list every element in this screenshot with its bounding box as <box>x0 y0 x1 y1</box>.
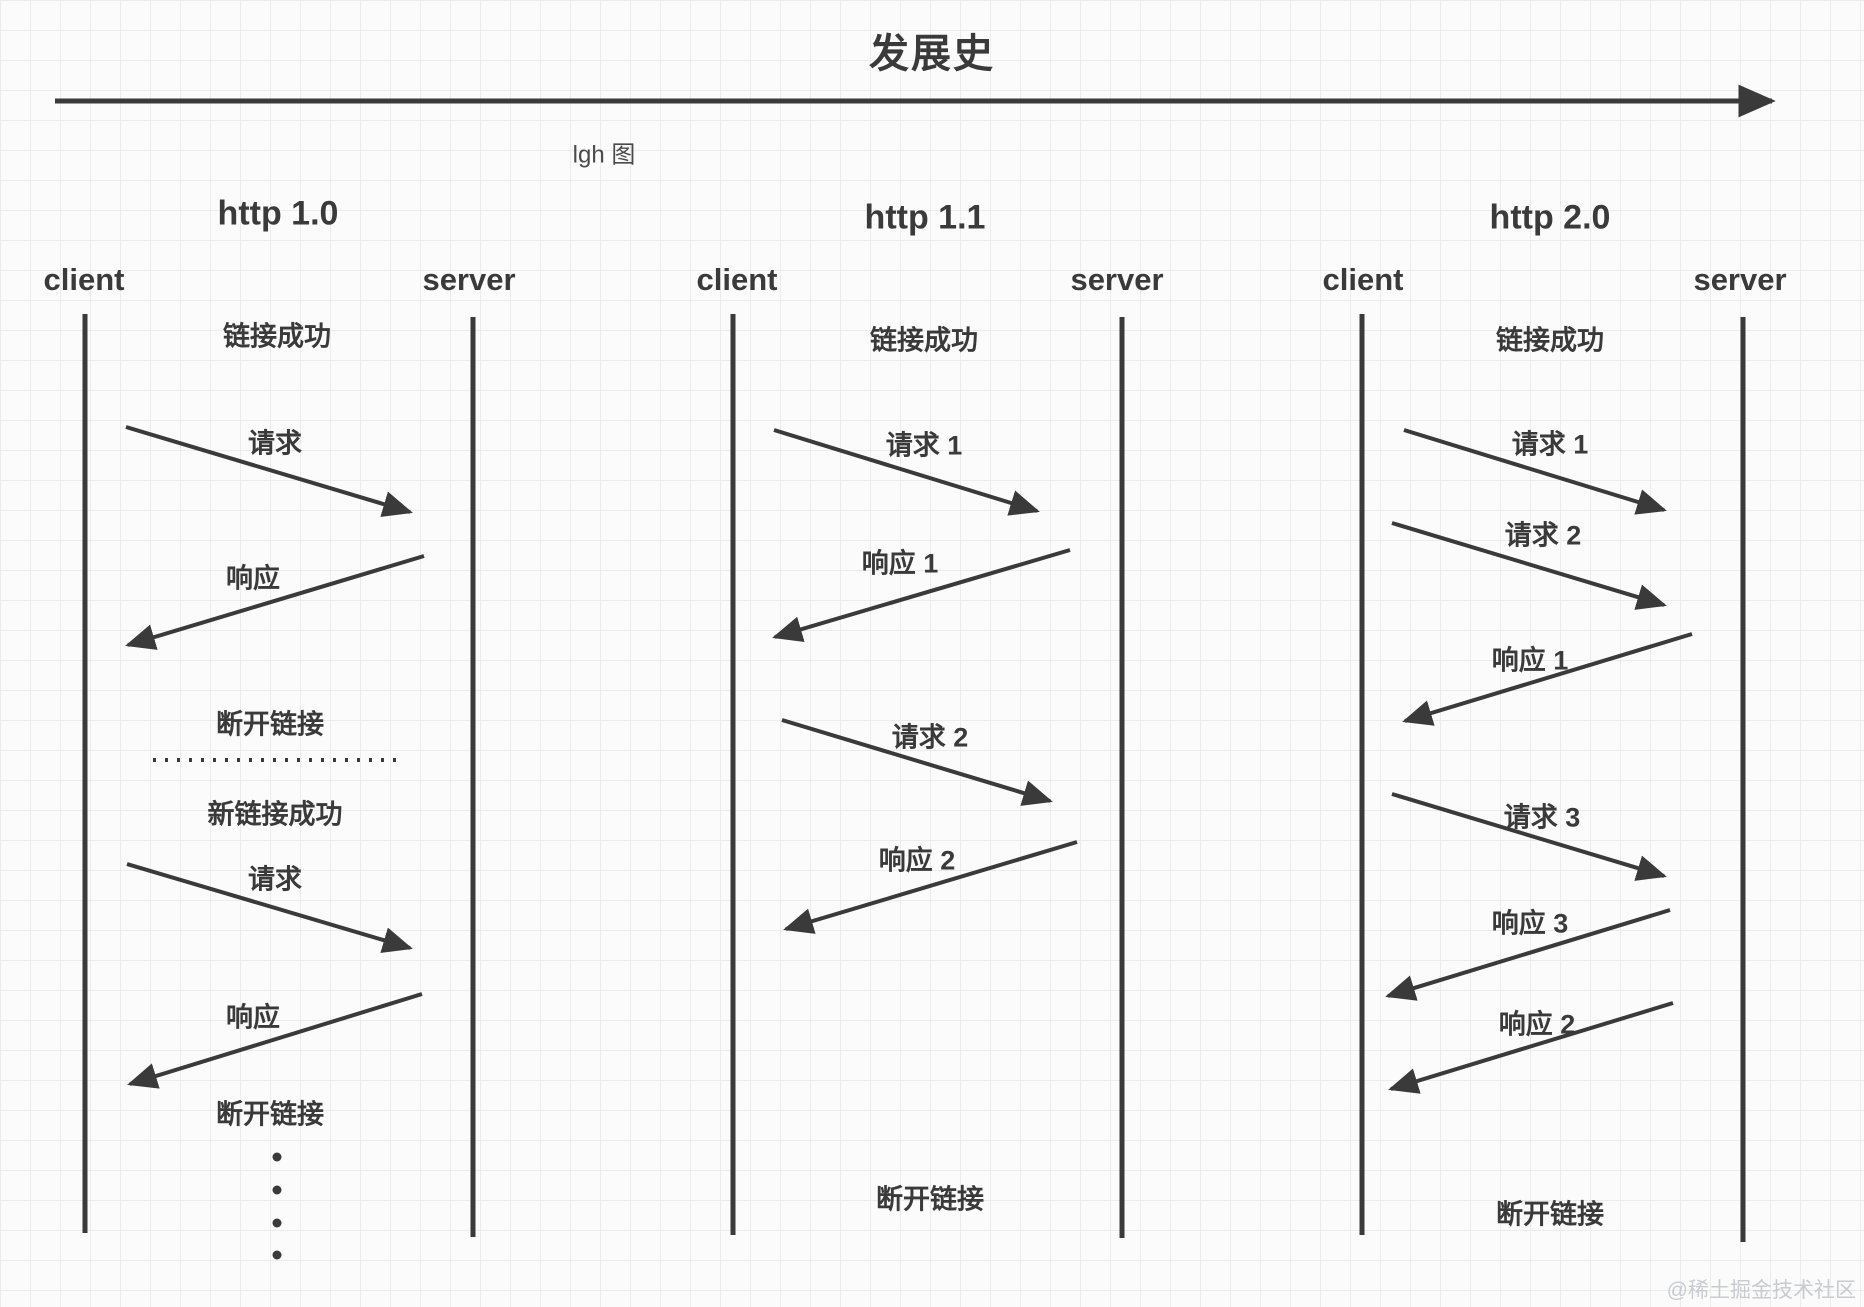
label-response3-http20: 响应 3 <box>1491 908 1569 939</box>
label-response2-http11: 响应 2 <box>878 845 956 876</box>
arrow-request-2-http10 <box>126 862 413 953</box>
label-request3-http20: 请求 3 <box>1503 802 1581 833</box>
arrow-response-2-http10 <box>127 992 423 1089</box>
client-label-http20: client <box>1322 262 1404 297</box>
arrow-request-1-http11 <box>773 428 1040 516</box>
caption-lgh: lgh 图 <box>572 141 636 169</box>
arrow-request-1-http10 <box>125 425 413 517</box>
continuation-dots-http10 <box>272 1152 282 1260</box>
label-connect-http10: 链接成功 <box>223 321 331 352</box>
label-request1-http10: 请求 <box>248 428 302 459</box>
label-connect-http11: 链接成功 <box>870 325 978 356</box>
watermark-credit: @稀土掘金技术社区 <box>1666 1279 1856 1302</box>
label-response1-http11: 响应 1 <box>861 548 939 579</box>
label-response1-http10: 响应 <box>226 563 280 594</box>
protocol-header-http10: http 1.0 <box>217 194 339 233</box>
arrow-response-1-http11 <box>772 548 1071 643</box>
arrow-response-1-http10 <box>125 554 425 650</box>
label-request2-http11: 请求 2 <box>891 722 969 753</box>
arrow-request-2-http11 <box>781 718 1053 806</box>
arrow-response-3-http20 <box>1385 908 1671 1001</box>
arrow-response-2-http20 <box>1388 1001 1674 1094</box>
label-disconnect-http20: 断开链接 <box>1496 1199 1604 1230</box>
label-response1-http20: 响应 1 <box>1491 645 1569 676</box>
label-request2-http20: 请求 2 <box>1504 520 1582 551</box>
arrow-response-2-http11 <box>783 840 1078 934</box>
client-label-http10: client <box>43 262 125 297</box>
label-new-connect-http10: 新链接成功 <box>207 799 343 830</box>
label-request1-http11: 请求 1 <box>885 430 963 461</box>
label-disconnect-http11: 断开链接 <box>876 1184 984 1215</box>
arrow-request-2-http20 <box>1391 521 1667 610</box>
arrow-response-1-http20 <box>1402 632 1693 726</box>
protocol-header-http11: http 1.1 <box>864 198 986 237</box>
label-disconnect1-http10: 断开链接 <box>216 709 324 740</box>
label-response2-http10: 响应 <box>226 1002 280 1033</box>
server-label-http11: server <box>1070 262 1164 297</box>
label-request2-http10: 请求 <box>248 864 302 895</box>
arrow-request-1-http20 <box>1403 428 1667 515</box>
label-request1-http20: 请求 1 <box>1511 429 1589 460</box>
server-label-http10: server <box>422 262 516 297</box>
server-label-http20: server <box>1693 262 1787 297</box>
protocol-header-http20: http 2.0 <box>1489 198 1611 237</box>
label-connect-http20: 链接成功 <box>1496 325 1604 356</box>
arrow-request-3-http20 <box>1391 792 1667 881</box>
page-title: 发展史 <box>869 32 995 76</box>
client-label-http11: client <box>696 262 778 297</box>
label-response2-http20: 响应 2 <box>1498 1009 1576 1040</box>
label-disconnect2-http10: 断开链接 <box>216 1099 324 1130</box>
